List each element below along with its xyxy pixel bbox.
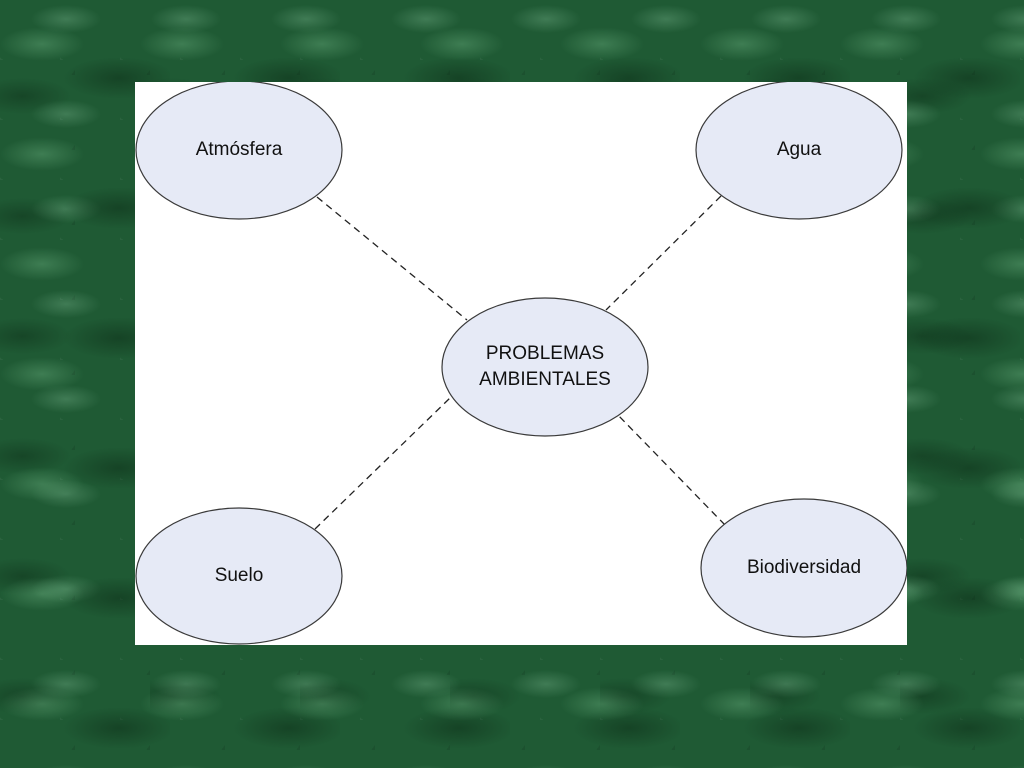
diagram-panel: PROBLEMAS AMBIENTALES Atmósfera Agua Sue… bbox=[135, 82, 907, 645]
connector-atmosfera bbox=[316, 196, 468, 321]
center-label-line-1: PROBLEMAS bbox=[486, 343, 604, 364]
connector-biodiversidad bbox=[616, 413, 726, 526]
node-agua: Agua bbox=[695, 82, 903, 220]
node-biodiversidad-label: Biodiversidad bbox=[747, 557, 861, 578]
mind-map-diagram: PROBLEMAS AMBIENTALES Atmósfera Agua Sue… bbox=[135, 82, 907, 645]
connector-agua bbox=[605, 195, 722, 311]
node-agua-label: Agua bbox=[777, 139, 822, 160]
node-biodiversidad: Biodiversidad bbox=[700, 498, 907, 638]
node-atmosfera-label: Atmósfera bbox=[196, 139, 283, 160]
connector-suelo bbox=[314, 397, 451, 530]
node-suelo: Suelo bbox=[135, 507, 343, 645]
center-node: PROBLEMAS AMBIENTALES bbox=[441, 297, 649, 437]
node-suelo-label: Suelo bbox=[215, 565, 264, 586]
node-atmosfera: Atmósfera bbox=[135, 82, 343, 220]
center-label-line-2: AMBIENTALES bbox=[479, 369, 611, 390]
